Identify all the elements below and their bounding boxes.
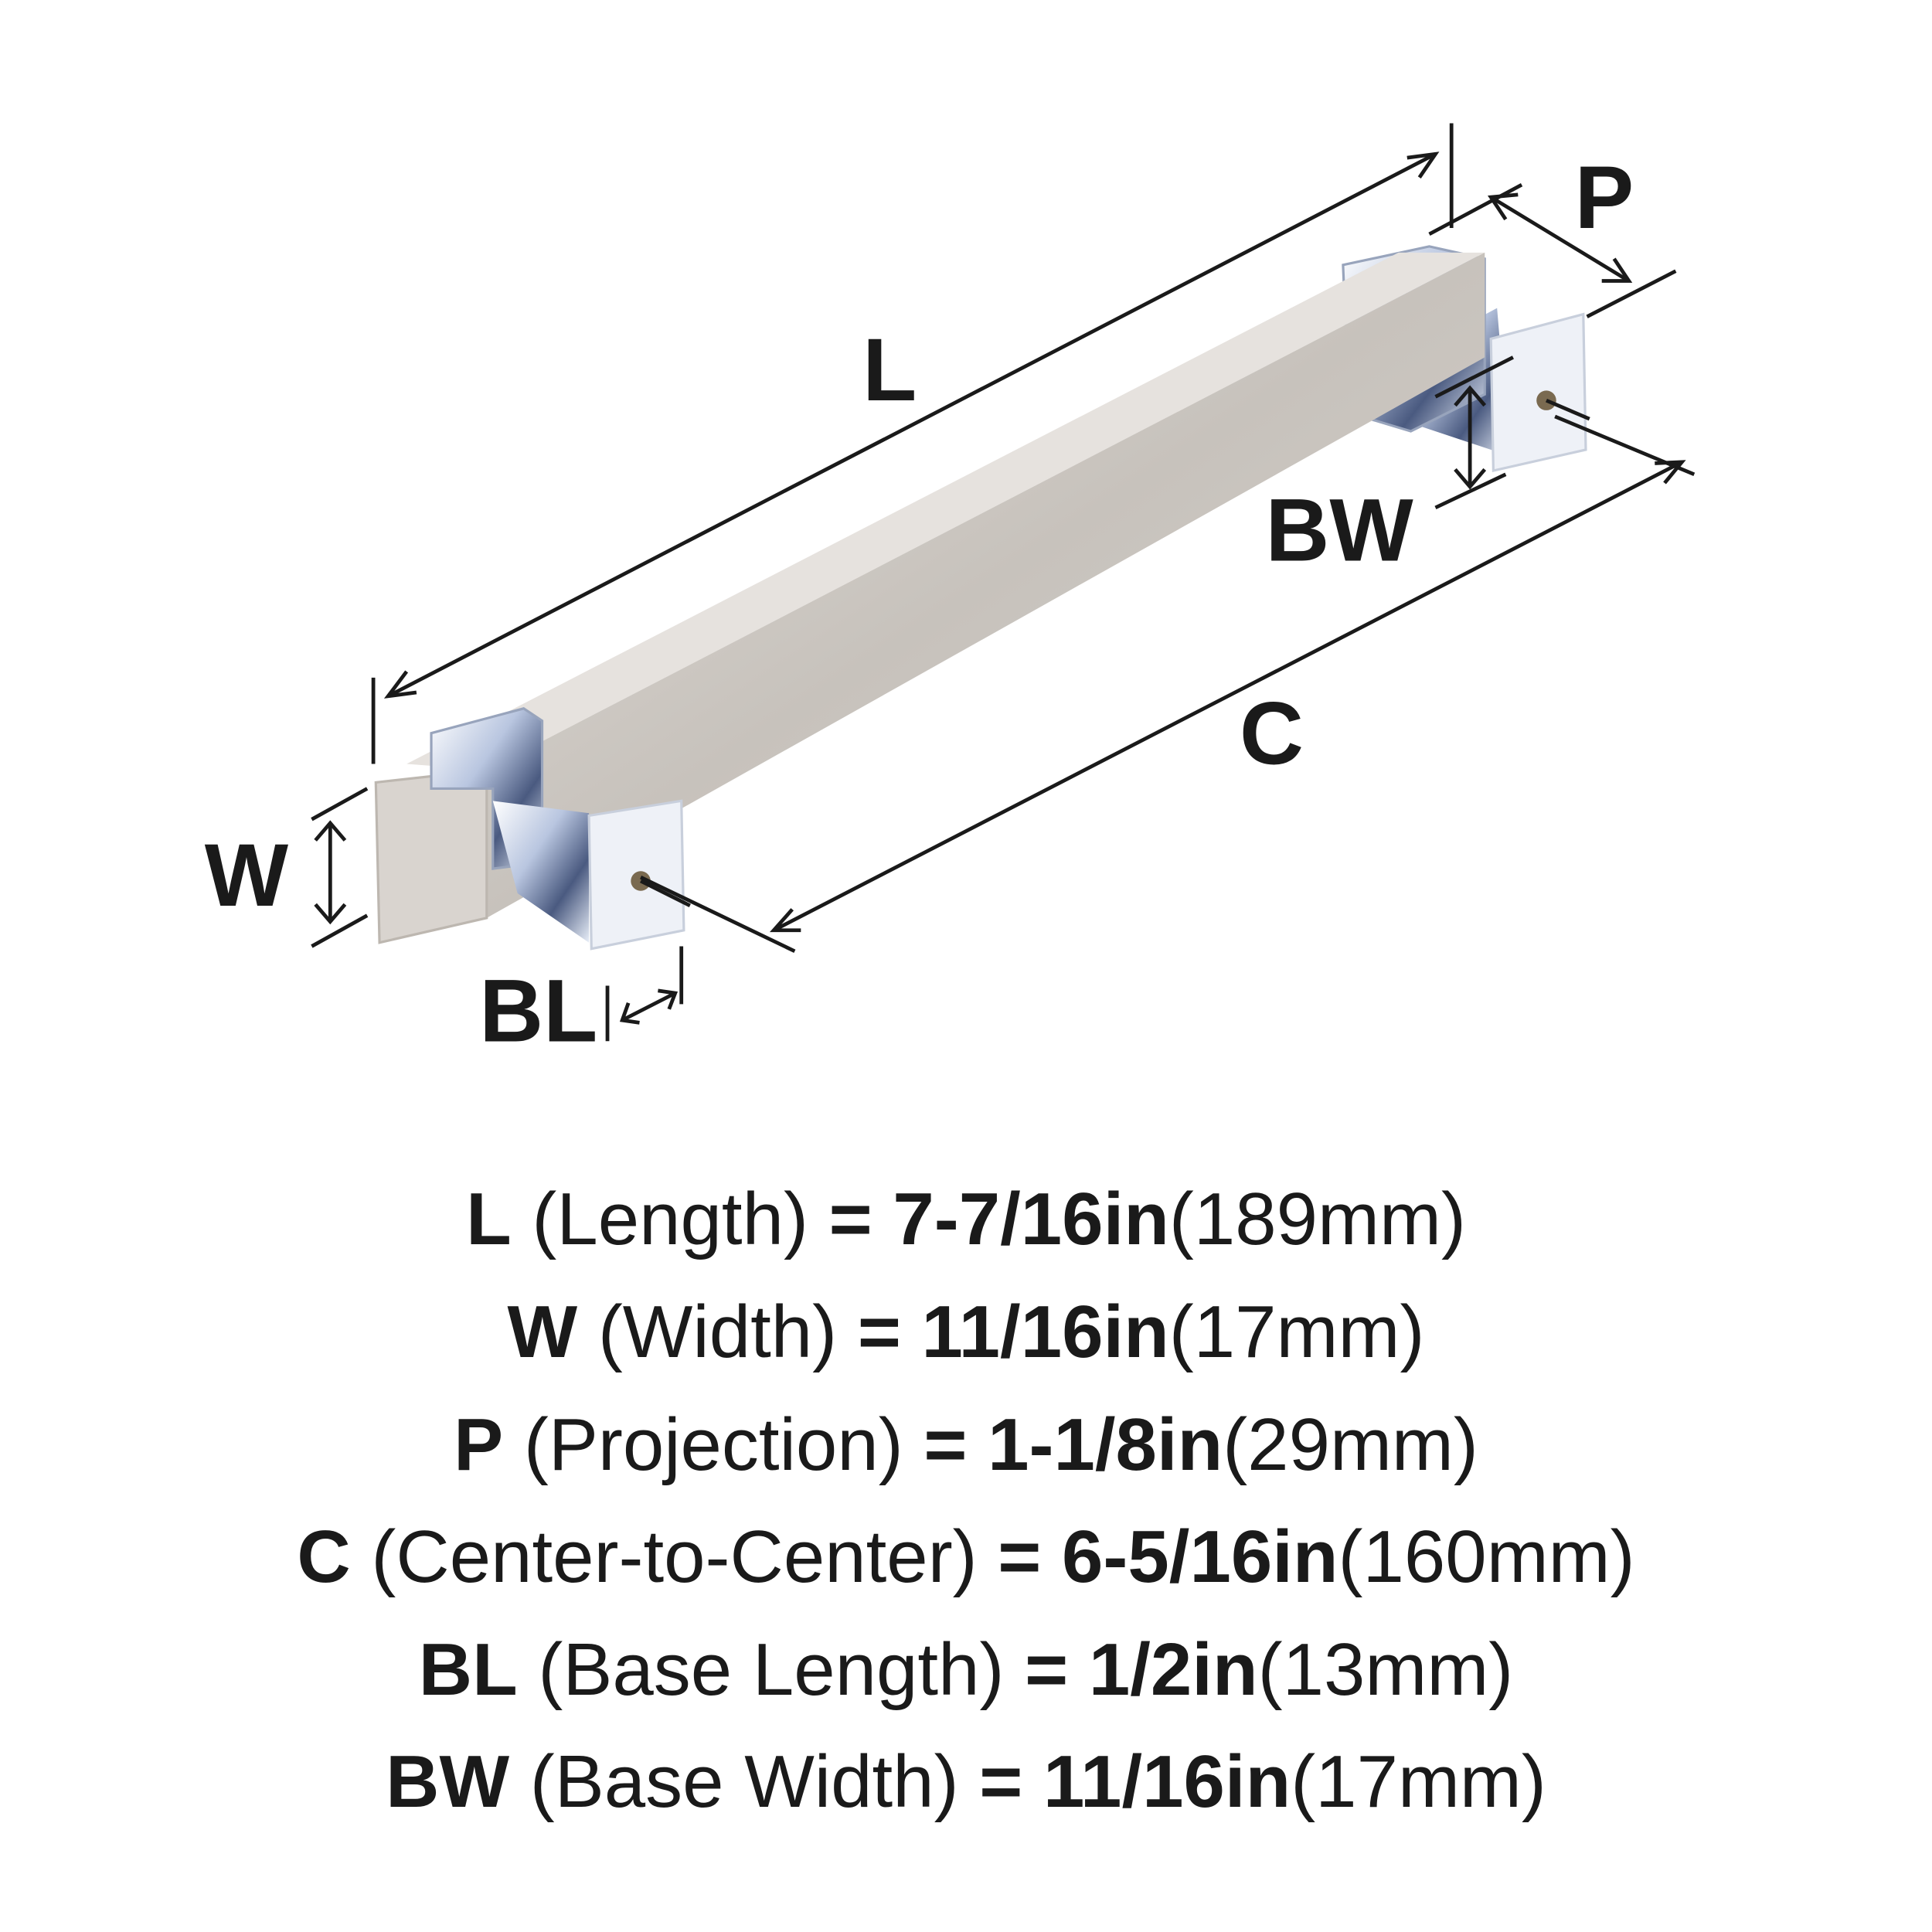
label-P: P (1575, 148, 1634, 247)
bar-front (486, 252, 1485, 918)
spec-name: (Base Width) (529, 1740, 959, 1823)
label-L: L (862, 321, 917, 420)
spec-metric: (17mm) (1168, 1291, 1425, 1373)
spec-name: (Length) (532, 1178, 808, 1260)
spec-metric: (160mm) (1338, 1515, 1635, 1598)
label-BW: BW (1265, 481, 1413, 580)
spec-name: (Projection) (523, 1403, 903, 1486)
spec-name: (Center-to-Center) (371, 1515, 978, 1598)
spec-code: P (454, 1403, 504, 1486)
spec-center-to-center: C (Center-to-Center) = 6-5/16in(160mm) (0, 1511, 1932, 1604)
spec-eq: = (828, 1178, 872, 1260)
spec-length: L (Length) = 7-7/16in(189mm) (0, 1173, 1932, 1266)
spec-code: C (297, 1515, 351, 1598)
label-C: C (1240, 685, 1304, 784)
spec-metric: (17mm) (1291, 1740, 1546, 1823)
spec-eq: = (998, 1515, 1042, 1598)
spec-code: BW (386, 1740, 510, 1823)
label-W: W (205, 826, 289, 925)
spec-imperial: 11/16in (921, 1291, 1169, 1373)
spec-code: BL (418, 1628, 518, 1711)
spec-eq: = (857, 1291, 901, 1373)
pull-handle (374, 245, 1587, 951)
spec-base-width: BW (Base Width) = 11/16in(17mm) (0, 1736, 1932, 1828)
spec-base-length: BL (Base Length) = 1/2in(13mm) (0, 1624, 1932, 1716)
spec-metric: (29mm) (1223, 1403, 1478, 1486)
dimension-lines (311, 123, 1696, 1042)
spec-width: W (Width) = 11/16in(17mm) (0, 1286, 1932, 1379)
spec-code: W (507, 1291, 578, 1373)
spec-imperial: 6-5/16in (1062, 1515, 1338, 1598)
spec-eq: = (1025, 1628, 1069, 1711)
bar-top (406, 252, 1485, 770)
spec-metric: (13mm) (1257, 1628, 1514, 1711)
spec-imperial: 11/16in (1043, 1740, 1291, 1823)
label-BL: BL (479, 961, 597, 1060)
spec-eq: = (923, 1403, 968, 1486)
spec-imperial: 7-7/16in (893, 1178, 1169, 1260)
spec-imperial: 1/2in (1088, 1628, 1258, 1711)
spec-imperial: 1-1/8in (988, 1403, 1223, 1486)
spec-code: L (466, 1178, 512, 1260)
right-base (1489, 312, 1587, 473)
spec-projection: P (Projection) = 1-1/8in(29mm) (0, 1399, 1932, 1492)
spec-eq: = (979, 1740, 1023, 1823)
bar-end (374, 768, 488, 944)
spec-name: (Base Length) (538, 1628, 1005, 1711)
spec-name: (Width) (597, 1291, 838, 1373)
spec-metric: (189mm) (1168, 1178, 1466, 1260)
